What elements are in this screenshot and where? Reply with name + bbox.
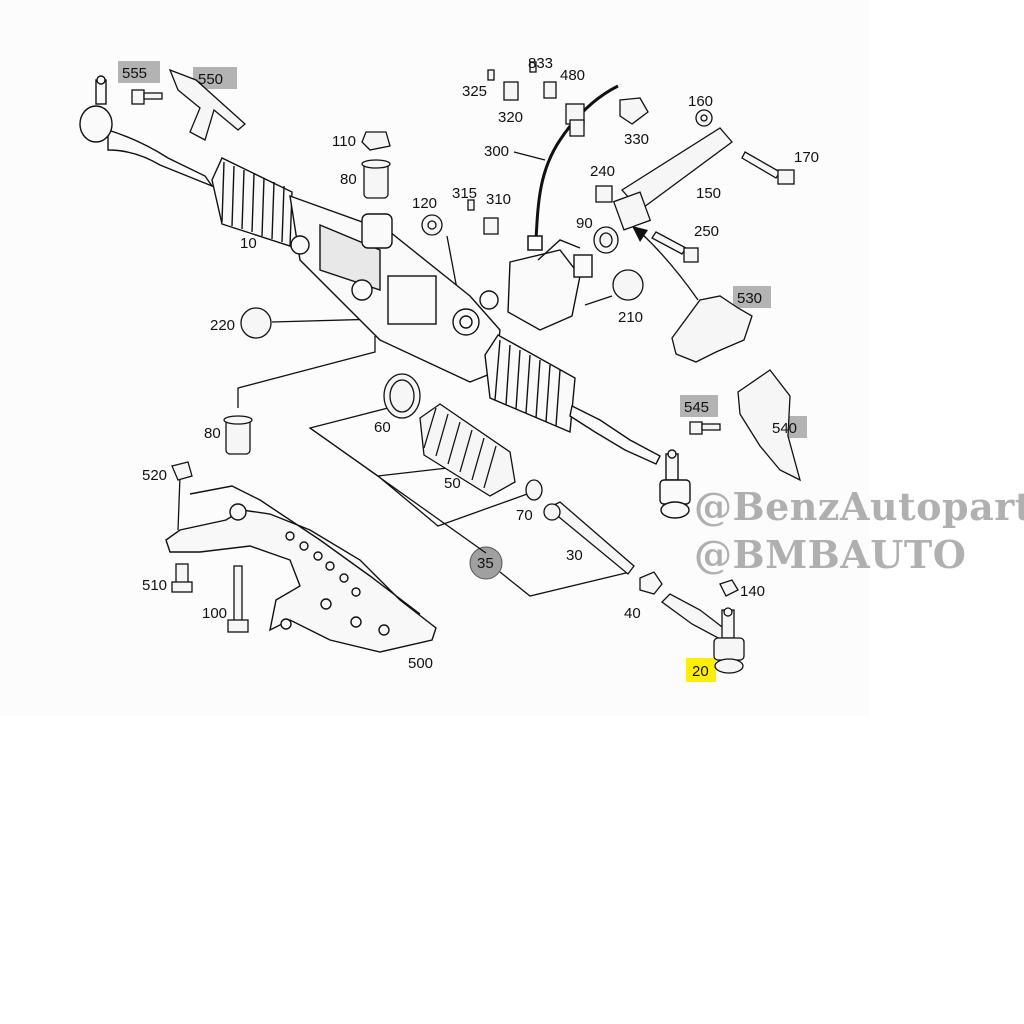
label-325: 325 bbox=[462, 83, 487, 100]
label-40: 40 bbox=[624, 605, 641, 622]
small-parts-top bbox=[131, 61, 802, 674]
wrench-210 bbox=[612, 269, 644, 301]
label-30: 30 bbox=[566, 547, 583, 564]
label-80-top: 80 bbox=[340, 171, 357, 188]
circle-35 bbox=[469, 546, 503, 580]
label-545: 545 bbox=[684, 399, 709, 416]
label-120: 120 bbox=[412, 195, 437, 212]
boot-50 bbox=[419, 403, 516, 497]
label-10: 10 bbox=[240, 235, 257, 252]
label-220: 220 bbox=[210, 317, 235, 334]
label-555: 555 bbox=[122, 65, 147, 82]
bracket-550 bbox=[168, 68, 246, 141]
watermark-line-1: @BenzAutopart bbox=[694, 484, 1024, 529]
watermark-line-2: @BMBAUTO bbox=[694, 532, 967, 577]
label-20: 20 bbox=[692, 663, 709, 680]
label-833: 833 bbox=[528, 55, 553, 72]
inner-tie-rod-30 bbox=[546, 501, 635, 575]
label-310: 310 bbox=[486, 191, 511, 208]
clip-330 bbox=[619, 97, 649, 125]
label-520: 520 bbox=[142, 467, 167, 484]
nut-40 bbox=[639, 571, 663, 595]
label-170: 170 bbox=[794, 149, 819, 166]
label-90: 90 bbox=[576, 215, 593, 232]
label-70: 70 bbox=[516, 507, 533, 524]
connector-300 bbox=[527, 235, 543, 251]
shield-540 bbox=[737, 369, 802, 482]
part-labels: 555 550 110 80 10 120 315 310 325 833 48… bbox=[122, 55, 819, 680]
bracket-530 bbox=[671, 295, 753, 363]
label-540: 540 bbox=[772, 420, 797, 437]
part-310 bbox=[483, 217, 499, 235]
label-250: 250 bbox=[694, 223, 719, 240]
label-240: 240 bbox=[590, 163, 615, 180]
label-35: 35 bbox=[477, 555, 494, 572]
bolt-555 bbox=[131, 89, 145, 105]
label-320: 320 bbox=[498, 109, 523, 126]
label-530: 530 bbox=[737, 290, 762, 307]
nut-110 bbox=[361, 131, 391, 151]
label-160: 160 bbox=[688, 93, 713, 110]
label-315: 315 bbox=[452, 185, 477, 202]
label-500: 500 bbox=[408, 655, 433, 672]
label-60: 60 bbox=[374, 419, 391, 436]
arrow-head bbox=[632, 226, 648, 242]
label-150: 150 bbox=[696, 185, 721, 202]
label-550: 550 bbox=[198, 71, 223, 88]
label-110: 110 bbox=[332, 133, 356, 150]
subframe-500 bbox=[165, 485, 437, 653]
tie-rod-end-right bbox=[659, 449, 691, 519]
bolt-100 bbox=[233, 565, 243, 623]
label-480: 480 bbox=[560, 67, 585, 84]
label-210: 210 bbox=[618, 309, 643, 326]
highlight-box-20 bbox=[686, 658, 716, 682]
tie-rod-end-left bbox=[79, 75, 113, 143]
cable-300 bbox=[534, 84, 619, 241]
label-50: 50 bbox=[444, 475, 461, 492]
label-330: 330 bbox=[624, 131, 649, 148]
label-100: 100 bbox=[202, 605, 227, 622]
steering-rack-10 bbox=[107, 129, 661, 465]
wrench-220 bbox=[240, 307, 272, 339]
label-300: 300 bbox=[484, 143, 509, 160]
label-80-lower: 80 bbox=[204, 425, 221, 442]
label-140: 140 bbox=[740, 583, 765, 600]
tie-rod-end-20 bbox=[661, 593, 727, 641]
label-510: 510 bbox=[142, 577, 167, 594]
